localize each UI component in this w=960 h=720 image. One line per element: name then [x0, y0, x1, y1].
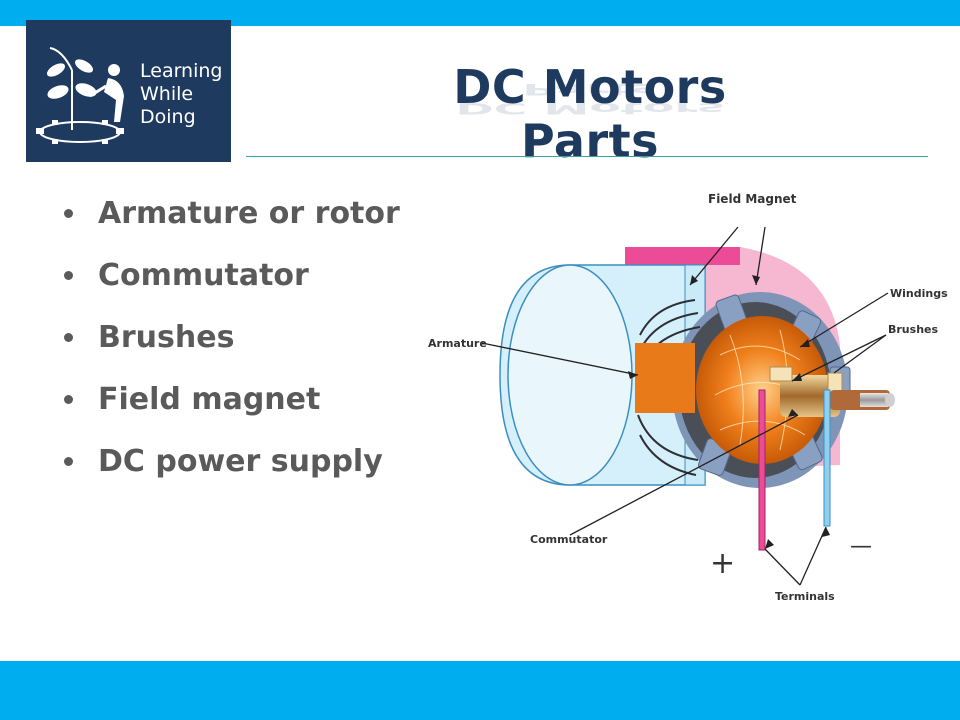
logo: Learning While Doing	[26, 20, 231, 162]
list-item: Commutator	[60, 258, 400, 320]
logo-emblem-icon	[36, 47, 124, 144]
brush-top	[769, 366, 793, 382]
list-item-text: Field magnet	[98, 382, 321, 417]
list-item-text: Commutator	[98, 258, 309, 293]
label-field-magnet: Field Magnet	[708, 192, 797, 206]
list-item: DC power supply	[60, 444, 400, 506]
logo-text-line: Learning	[140, 60, 223, 82]
motor-shaft	[860, 393, 888, 407]
bottom-accent-bar	[0, 661, 960, 720]
list-item: Field magnet	[60, 382, 400, 444]
positive-sign: +	[710, 546, 735, 581]
list-item: Brushes	[60, 320, 400, 382]
label-commutator: Commutator	[530, 533, 608, 546]
list-item: Armature or rotor	[60, 196, 400, 258]
leader-lines	[481, 226, 889, 586]
label-terminals: Terminals	[775, 590, 835, 603]
negative-terminal-lead	[823, 389, 831, 527]
logo-text-line: While	[140, 83, 194, 105]
bullet-dot-icon	[64, 209, 73, 218]
slide-title: DC Motors Parts	[453, 60, 727, 168]
list-item-text: Brushes	[98, 320, 235, 355]
armature-core-side	[635, 343, 695, 413]
label-armature: Armature	[428, 337, 487, 350]
field-magnet-top	[625, 247, 740, 265]
title-divider	[246, 156, 928, 157]
dc-motor-diagram: Field Magnet Windings Brushes Armature C…	[428, 192, 948, 603]
positive-terminal-lead	[758, 389, 766, 551]
logo-text-line: Doing	[140, 106, 196, 128]
logo-wordmark: Learning While Doing	[140, 60, 223, 129]
bullet-dot-icon	[64, 271, 73, 280]
bullet-dot-icon	[64, 395, 73, 404]
bullet-list: Armature or rotor Commutator Brushes Fie…	[60, 196, 400, 506]
slide-title-reflection: DC Motors Parts	[455, 80, 725, 118]
label-brushes: Brushes	[888, 323, 938, 336]
list-item-text: DC power supply	[98, 444, 383, 479]
list-item-text: Armature or rotor	[98, 196, 400, 231]
bullet-dot-icon	[64, 457, 73, 466]
bullet-dot-icon	[64, 333, 73, 342]
label-windings: Windings	[890, 287, 948, 300]
negative-sign: —	[850, 534, 872, 559]
